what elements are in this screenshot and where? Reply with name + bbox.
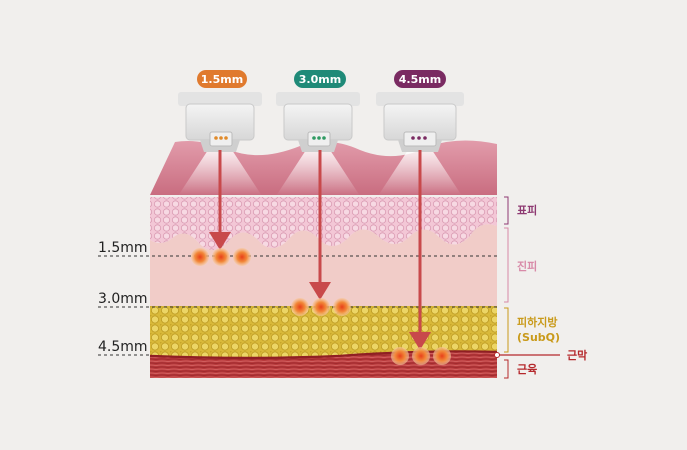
focal-points-4-5mm xyxy=(391,347,451,365)
label-fascia: 근막 xyxy=(567,348,587,362)
label-subq: 피하지방 xyxy=(517,315,557,329)
subq-layer xyxy=(150,306,497,358)
epidermis-layer xyxy=(150,197,497,250)
badge-3-0mm: 3.0mm xyxy=(294,70,346,88)
badge-label: 4.5mm xyxy=(399,73,441,86)
dermis-layer xyxy=(150,224,497,306)
depth-label-4-5mm: 4.5mm xyxy=(98,339,148,355)
layer-brackets xyxy=(504,196,509,379)
arrow-2-head xyxy=(309,282,331,300)
label-dermis: 진피 xyxy=(517,259,537,273)
depth-label-3-0mm: 3.0mm xyxy=(98,291,148,307)
badge-label: 1.5mm xyxy=(201,73,243,86)
energy-arrows xyxy=(209,150,431,350)
arrow-3-head xyxy=(409,332,431,350)
label-subq-sub: (SubQ) xyxy=(517,331,560,344)
arrow-1-head xyxy=(209,232,231,250)
badge-1-5mm: 1.5mm xyxy=(197,70,247,88)
focal-points-1-5mm xyxy=(191,248,251,266)
cartridge-4-5mm xyxy=(376,92,464,152)
cartridge-3-0mm xyxy=(276,92,360,152)
fascia-pointer xyxy=(494,352,560,358)
cartridge-1-5mm xyxy=(178,92,262,152)
label-epidermis: 표피 xyxy=(517,203,537,217)
muscle-layer xyxy=(150,352,497,378)
label-muscle: 근육 xyxy=(517,363,537,376)
depth-label-1-5mm: 1.5mm xyxy=(98,240,148,256)
badge-label: 3.0mm xyxy=(299,73,341,86)
badge-4-5mm: 4.5mm xyxy=(394,70,446,88)
focal-points-3-0mm xyxy=(291,298,351,316)
